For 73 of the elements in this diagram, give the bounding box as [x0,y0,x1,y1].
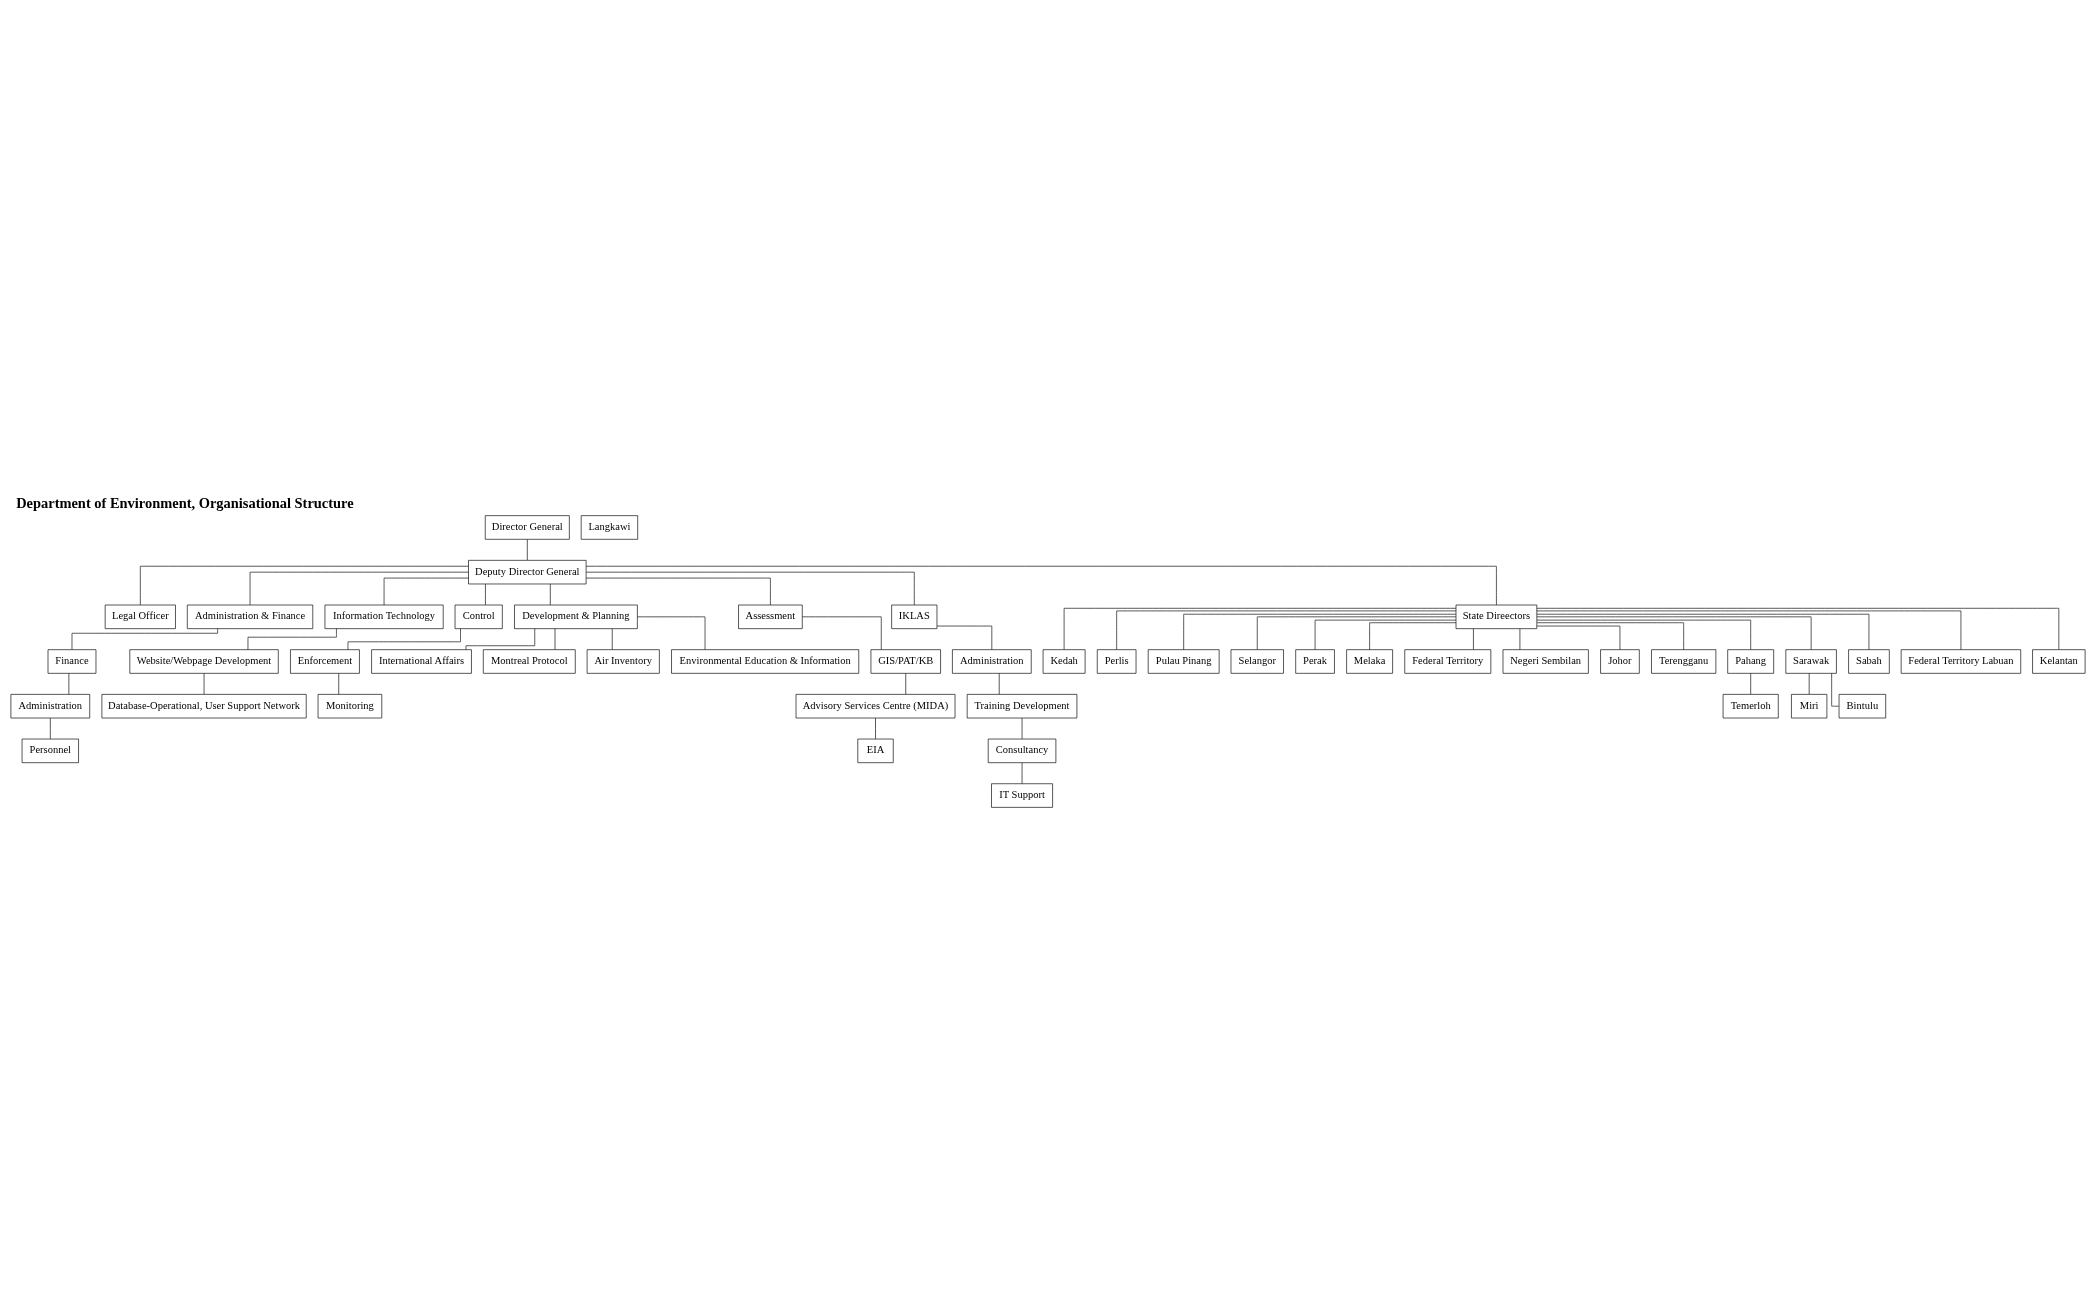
node-box: Kedah [1042,649,1086,674]
connector [1183,613,1457,650]
connector [1473,628,1474,650]
connector [1831,673,1840,707]
node-box: GIS/PAT/KB [870,649,941,674]
node-box: Selangor [1230,649,1284,674]
connector [1536,622,1684,650]
node-box: Finance [47,649,97,674]
node-box: Deputy Director General [468,560,587,585]
connector [249,571,469,606]
node-box: Langkawi [580,515,639,540]
node-box: EIA [857,738,894,764]
node-box: Enforcement [290,649,360,674]
connector [140,565,469,606]
connector [1750,673,1751,695]
node-box: International Affairs [371,649,472,674]
node-box: Pahang [1727,649,1774,674]
connector [611,628,613,650]
connector [998,673,1000,695]
node-box: Federal Territory Labuan [1900,649,2022,674]
node-box: Environmental Education & Information [671,649,860,674]
node-box: Assessment [738,604,803,629]
node-box: Federal Territory [1404,649,1492,674]
node-box: Negeri Sembilan [1502,649,1589,674]
node-box: Development & Planning [514,604,638,629]
node-box: Perak [1295,649,1335,674]
connector [585,565,1497,606]
node-box: Monitoring [317,694,383,719]
node-box: Montreal Protocol [482,649,576,674]
node-box: Advisory Services Centre (MIDA) [795,694,956,719]
connector [338,673,340,695]
connector [485,583,486,606]
connector [347,628,461,650]
node-box: Database-Operational, User Support Network [101,694,307,719]
connector [1116,610,1457,650]
connector [383,577,469,606]
node-box: Temerloh [1722,694,1779,719]
node-box: Legal Officer [104,604,176,629]
node-box: Perlis [1096,649,1137,674]
node-box: Sarawak [1785,649,1837,674]
node-box: Kelantan [2032,649,2086,674]
node-box: Bintulu [1838,694,1887,719]
node-box: IT Support [991,783,1053,808]
node-box: Air Inventory [586,649,660,674]
node-box: State Direectors [1455,604,1538,629]
node-box: Consultancy [987,738,1057,764]
node-box: Training Development [966,694,1078,719]
connector [637,616,706,650]
connector [802,616,882,650]
connector [585,577,771,606]
node-box: Sabah [1848,649,1890,674]
node-box: Personnel [21,738,79,764]
connector [247,628,337,650]
node-box: Information Technology [324,604,444,629]
node-box: Website/Webpage Development [129,649,279,674]
connector [1256,616,1457,650]
node-box: Melaka [1346,649,1393,674]
node-box: IKLAS [891,604,938,629]
connector [1536,619,1751,650]
node-box: Terengganu [1651,649,1717,674]
connector [1369,622,1457,650]
node-box: Director General [484,515,570,540]
diagram-title: Department of Environment, Organisational Structure [16,495,354,512]
node-box: Control [454,604,503,629]
node-box: Administration [952,649,1032,674]
node-box: Pulau Pinang [1147,649,1220,674]
node-box: Miri [1791,694,1828,719]
connector [875,717,876,740]
node-box: Administration [10,694,91,719]
connector [526,539,528,561]
node-box: Administration & Finance [186,604,314,629]
connector [905,673,907,695]
node-box: Johor [1600,649,1640,674]
